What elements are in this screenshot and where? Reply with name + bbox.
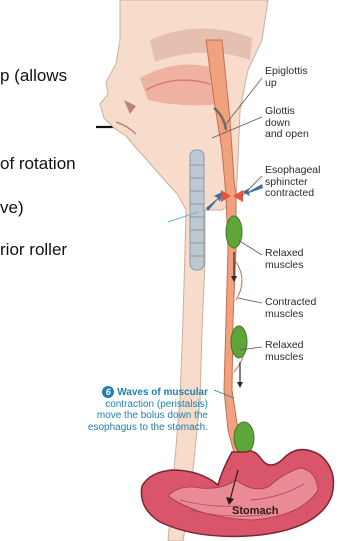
label-glottis: Glottis down and open <box>265 106 309 141</box>
label-epiglottis: Epiglottis up <box>265 66 308 89</box>
label-esophageal-sphincter: Esophageal sphincter contracted <box>265 165 320 200</box>
step-6-annotation: 6Waves of muscular contraction (peristal… <box>36 386 208 433</box>
label-stomach: Stomach <box>232 505 278 517</box>
label-contracted-muscles: Contracted muscles <box>265 297 316 320</box>
label-relaxed-muscles-2: Relaxed muscles <box>265 340 304 363</box>
stomach-illustration <box>141 450 333 537</box>
step-number-badge: 6 <box>102 386 114 398</box>
label-relaxed-muscles-1: Relaxed muscles <box>265 248 304 271</box>
trachea-illustration <box>190 150 204 270</box>
